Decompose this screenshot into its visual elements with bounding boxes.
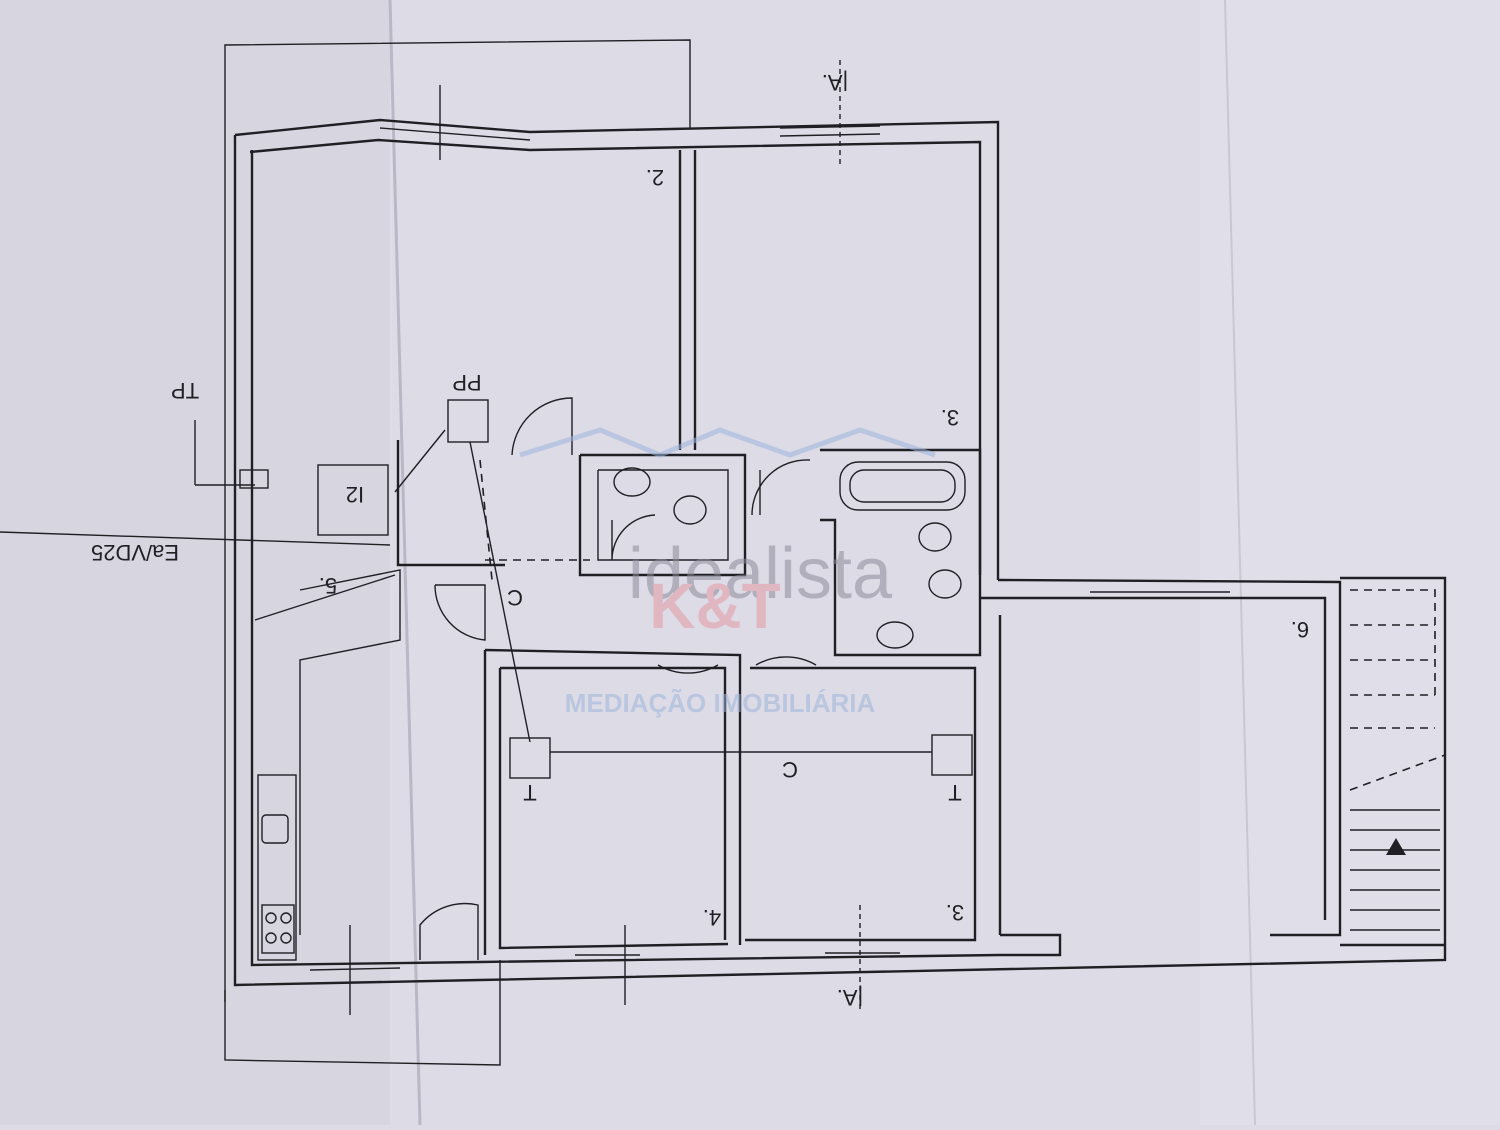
- room-2-label: 2.: [646, 165, 664, 190]
- watermark-roof-icon: [519, 427, 936, 458]
- toilet-icon: [673, 495, 707, 525]
- t-box-right: [931, 734, 973, 776]
- bidet-icon: [918, 522, 952, 552]
- kitchen-counter: [257, 774, 297, 961]
- sink-icon: [613, 467, 651, 497]
- section-label-top: |A.: [822, 70, 849, 95]
- pp-box: [447, 399, 489, 443]
- section-label-bottom: |A.: [837, 985, 864, 1010]
- paper-panel-left: [0, 0, 390, 1125]
- corridor-label-1: C: [507, 585, 523, 610]
- pp-label: PP: [452, 370, 481, 395]
- interior-walls: [254, 150, 1002, 955]
- room-6-label: 6.: [1291, 617, 1309, 642]
- kitchen-sink-icon: [261, 814, 289, 844]
- entry-mark-label: I2: [346, 482, 364, 507]
- tp-label: TP: [171, 378, 199, 403]
- balcony-top-outline: [224, 39, 691, 1002]
- room-3-top-label: 3.: [941, 405, 959, 430]
- t-label-left: T: [523, 780, 536, 805]
- washbasin-icon: [876, 621, 914, 649]
- windows-top: [309, 119, 1230, 971]
- stove-icon: [261, 904, 295, 954]
- paper-panel-right: [1200, 0, 1500, 1125]
- entry-box: [317, 464, 389, 536]
- staircase: [1349, 589, 1446, 931]
- stair-arrow-icon: [1386, 838, 1406, 855]
- watermark-brand: K&T: [649, 570, 781, 642]
- t-box-left: [509, 737, 551, 779]
- t-label-right: T: [948, 780, 961, 805]
- ea-label: Ea/VD25: [91, 540, 179, 565]
- doors: [419, 397, 817, 960]
- paper-fold-line: [388, 0, 422, 1126]
- watermark: idealista K&T MEDIAÇÃO IMOBILIÁRIA: [519, 427, 936, 718]
- room-3-bottom-label: 3.: [946, 900, 964, 925]
- bathtub-icon: [839, 461, 966, 511]
- paper-fold-line-right: [1224, 0, 1256, 1126]
- corridor-label-2: C: [782, 757, 798, 782]
- bathroom-fixtures: [613, 461, 966, 649]
- watermark-site: idealista: [628, 534, 893, 614]
- room-5-label: 5.: [319, 573, 337, 598]
- kitchen-fixtures: [257, 774, 297, 961]
- section-line: [0, 531, 391, 546]
- electrical-lines: [194, 399, 973, 779]
- toilet-icon-2: [928, 569, 962, 599]
- balcony-bottom-outline: [224, 960, 501, 1066]
- labels: |A. |A. 2. 3. 3. 4. 5. 6. C C PP TP I2 E…: [91, 70, 1309, 1010]
- watermark-tagline: MEDIAÇÃO IMOBILIÁRIA: [565, 688, 876, 718]
- room-4-label: 4.: [703, 905, 721, 930]
